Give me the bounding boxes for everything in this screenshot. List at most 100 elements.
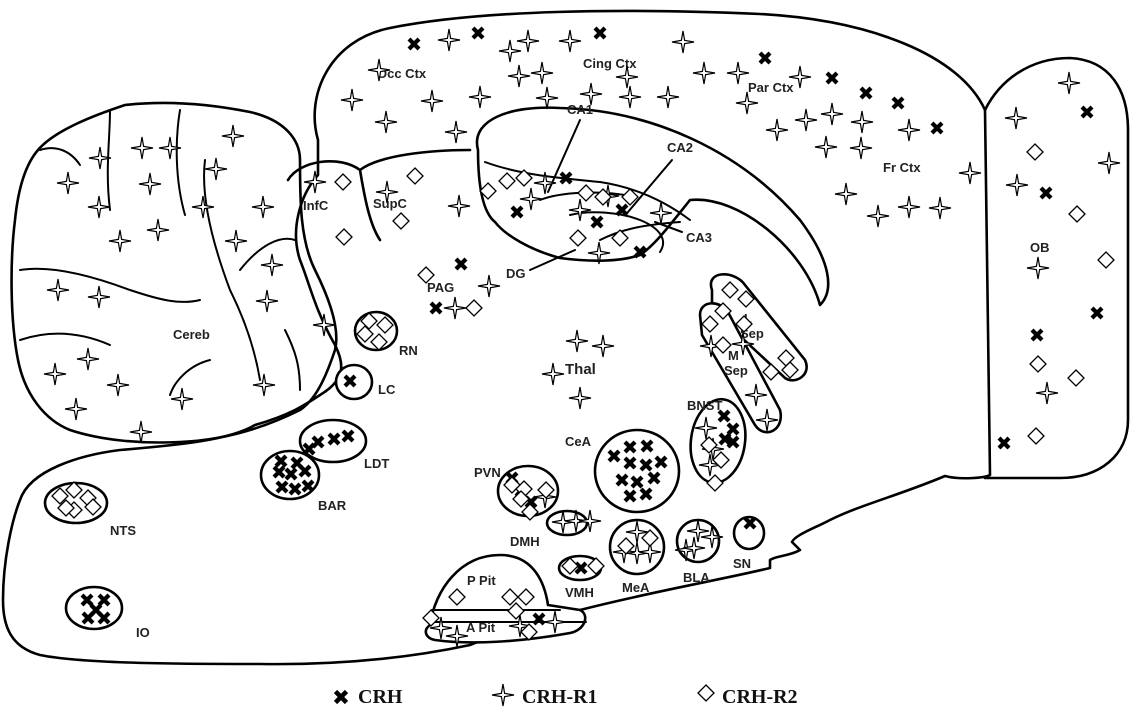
label-cereb: Cereb — [173, 327, 210, 342]
crh-r2-marker — [336, 229, 352, 245]
crh-r1-marker — [566, 330, 588, 352]
crh-r1-marker — [109, 230, 131, 252]
crh-r1-marker — [313, 314, 335, 336]
crh-r1-marker — [835, 183, 857, 205]
crh-r1-marker — [1058, 72, 1080, 94]
label-bar: BAR — [318, 498, 347, 513]
crh-marker — [827, 73, 837, 83]
crh-r2-marker — [466, 300, 482, 316]
crh-r1-marker — [736, 92, 758, 114]
crh-r1-marker — [445, 121, 467, 143]
crh-r1-marker — [222, 125, 244, 147]
crh-r2-marker — [698, 685, 714, 701]
crh-r1-marker — [867, 205, 889, 227]
crh-r2-marker — [393, 213, 409, 229]
crh-r1-marker — [256, 290, 278, 312]
crh-marker — [1032, 330, 1042, 340]
legend-crh-r2-label: CRH-R2 — [722, 686, 798, 708]
crh-r2-marker — [499, 173, 515, 189]
label-nts: NTS — [110, 523, 136, 538]
crh-marker — [336, 692, 347, 703]
label-ob: OB — [1030, 240, 1050, 255]
legend-crh-marker — [336, 692, 347, 703]
crh-r1-marker — [375, 111, 397, 133]
crh-r1-marker — [47, 279, 69, 301]
crh-r2-marker — [1069, 206, 1085, 222]
crh-r1-marker — [1036, 382, 1058, 404]
crh-r1-marker — [766, 119, 788, 141]
crh-marker — [932, 123, 942, 133]
label-ldt: LDT — [364, 456, 389, 471]
cerebellar-fold — [177, 110, 185, 215]
crh-r1-marker — [619, 86, 641, 108]
crh-r1-marker — [44, 363, 66, 385]
crh-r1-marker — [657, 86, 679, 108]
superior-colliculus-outline — [360, 150, 470, 170]
label-fr-ctx: Fr Ctx — [883, 160, 921, 175]
crh-marker — [595, 28, 605, 38]
legend-crh-r1-label: CRH-R1 — [522, 686, 598, 708]
crh-r1-marker — [131, 137, 153, 159]
crh-r1-marker — [492, 684, 514, 706]
crh-r1-marker — [252, 196, 274, 218]
crh-r1-marker — [499, 40, 521, 62]
cerebellar-fold — [285, 330, 300, 390]
label-dmh: DMH — [510, 534, 540, 549]
label-ca1: CA1 — [567, 102, 593, 117]
label-supc: SupC — [373, 196, 408, 211]
crh-r1-marker — [205, 158, 227, 180]
crh-r1-marker — [795, 109, 817, 131]
crh-r1-marker — [536, 87, 558, 109]
label-ca3: CA3 — [686, 230, 712, 245]
crh-r1-marker — [192, 196, 214, 218]
crh-r1-marker — [1006, 174, 1028, 196]
cerebellar-fold — [204, 160, 260, 380]
crh-r1-marker — [438, 29, 460, 51]
crh-r2-marker — [407, 168, 423, 184]
crh-r1-marker — [520, 188, 542, 210]
crh-r1-marker — [821, 103, 843, 125]
label-par-ctx: Par Ctx — [748, 80, 794, 95]
crh-r1-marker — [171, 388, 193, 410]
label-a-pit: A Pit — [466, 620, 496, 635]
crh-r2-marker — [612, 230, 628, 246]
label-thal: Thal — [565, 361, 596, 378]
label-cea: CeA — [565, 434, 592, 449]
cerebellar-fold — [108, 110, 110, 210]
crh-marker — [1082, 107, 1092, 117]
cea-region — [595, 430, 679, 512]
crh-r2-marker — [578, 185, 594, 201]
crh-r1-marker — [341, 89, 363, 111]
crh-marker — [431, 303, 441, 313]
crh-marker — [456, 259, 466, 269]
crh-r1-marker — [225, 230, 247, 252]
lc-region — [336, 365, 372, 399]
label-cing-ctx: Cing Ctx — [583, 56, 637, 71]
crh-r1-marker — [261, 254, 283, 276]
crh-r1-marker — [531, 62, 553, 84]
crh-r1-marker — [1005, 107, 1027, 129]
crh-r1-marker — [88, 286, 110, 308]
label-vmh: VMH — [565, 585, 594, 600]
label-lc: LC — [378, 382, 396, 397]
label-sn: SN — [733, 556, 751, 571]
crh-marker — [1092, 308, 1102, 318]
crh-marker — [760, 53, 770, 63]
crh-marker — [999, 438, 1009, 448]
legend-crh-r1-marker — [492, 684, 514, 706]
cerebellar-fold — [170, 360, 210, 395]
label-ca2: CA2 — [667, 140, 693, 155]
legend-crh-label: CRH — [358, 686, 403, 708]
crh-r1-marker — [727, 62, 749, 84]
crh-r1-marker — [693, 62, 715, 84]
hippocampus-outline — [477, 108, 828, 305]
crh-r1-marker — [929, 197, 951, 219]
label-io: IO — [136, 625, 150, 640]
label-rn: RN — [399, 343, 418, 358]
crh-r1-marker — [542, 363, 564, 385]
crh-r1-marker — [77, 348, 99, 370]
crh-r1-marker — [469, 86, 491, 108]
crh-r1-marker — [65, 398, 87, 420]
